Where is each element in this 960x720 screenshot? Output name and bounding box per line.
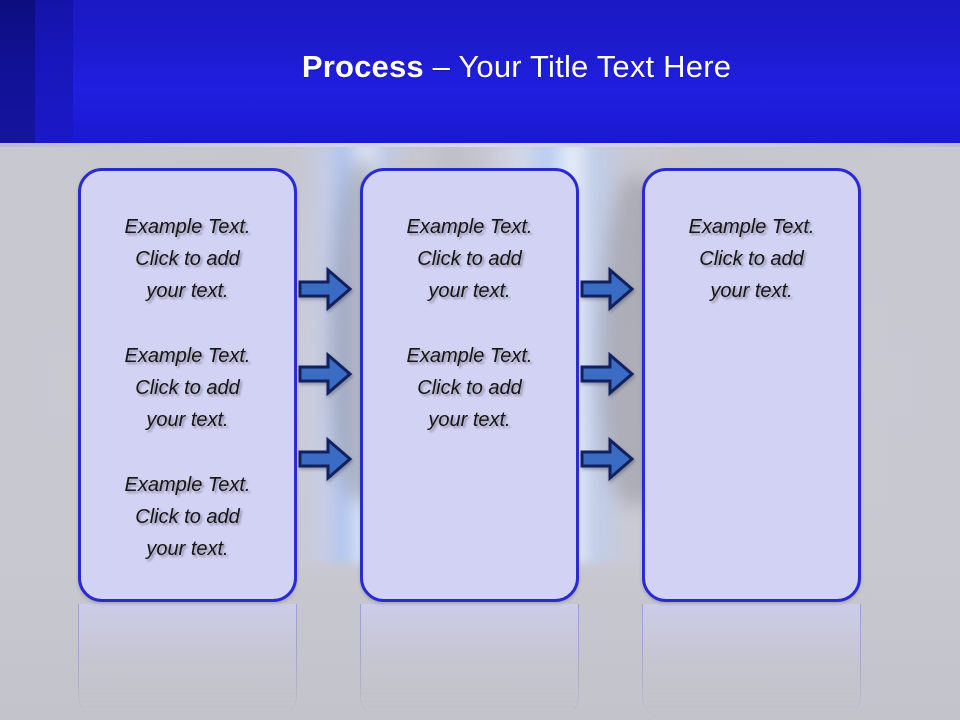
arrow-right-icon: [580, 351, 634, 397]
slide-title: Process – Your Title Text Here: [73, 46, 960, 88]
title-bar: Process – Your Title Text Here: [0, 0, 960, 143]
box-reflection: [360, 604, 579, 720]
text-block[interactable]: Example Text. Click to add your text.: [124, 345, 251, 431]
text-block[interactable]: Example Text. Click to add your text.: [124, 474, 251, 560]
text-block[interactable]: Example Text. Click to add your text.: [406, 345, 533, 431]
slide-title-bold: Process: [301, 49, 424, 84]
arrow-right-icon: [298, 266, 352, 312]
arrow-right-icon: [580, 266, 634, 312]
arrow-right-icon: [580, 436, 634, 482]
title-accent-strip-mid: [35, 0, 73, 143]
process-box-2[interactable]: Example Text. Click to add your text. Ex…: [360, 168, 579, 602]
process-box-2-content: Example Text. Click to add your text. Ex…: [363, 211, 576, 436]
process-box-1[interactable]: Example Text. Click to add your text. Ex…: [78, 168, 297, 602]
title-accent-strip-dark: [0, 0, 35, 143]
text-block[interactable]: Example Text. Click to add your text.: [688, 216, 815, 302]
process-box-3-content: Example Text. Click to add your text.: [645, 211, 858, 307]
text-block[interactable]: Example Text. Click to add your text.: [124, 216, 251, 302]
arrow-right-icon: [298, 351, 352, 397]
text-block[interactable]: Example Text. Click to add your text.: [406, 216, 533, 302]
box-reflection: [78, 604, 297, 720]
arrow-right-icon: [298, 436, 352, 482]
box-reflection: [642, 604, 861, 720]
slide-title-rest: – Your Title Text Here: [423, 49, 732, 84]
title-underline: [0, 143, 960, 147]
process-box-3[interactable]: Example Text. Click to add your text.: [642, 168, 861, 602]
process-box-1-content: Example Text. Click to add your text. Ex…: [81, 211, 294, 565]
